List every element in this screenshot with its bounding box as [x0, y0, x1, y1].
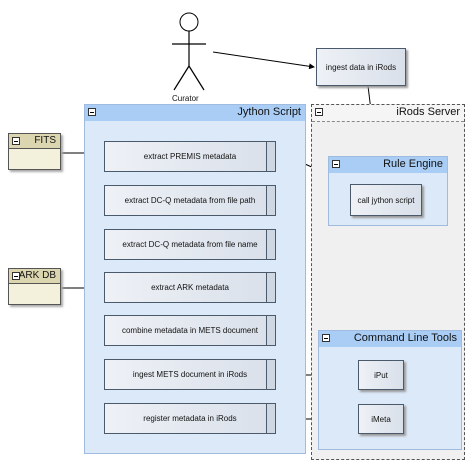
cmd-tools-header: Command Line Tools — [319, 331, 461, 347]
step-extract-ark[interactable]: extract ARK metadata — [104, 272, 276, 303]
fits-box[interactable]: FITS — [8, 133, 61, 170]
rule-engine-title: Rule Engine — [383, 158, 443, 170]
rule-engine-collapse-icon[interactable] — [332, 160, 340, 168]
step-label: extract ARK metadata — [151, 283, 229, 292]
step-extract-dcq-path[interactable]: extract DC-Q metadata from file path — [104, 185, 276, 216]
arkdb-box[interactable]: ARK DB — [8, 268, 61, 305]
fits-header: FITS — [9, 134, 60, 149]
step-label: extract PREMIS metadata — [143, 152, 237, 161]
step-label: extract DC-Q metadata from file path — [124, 196, 256, 205]
call-jython-label: call jython script — [357, 195, 415, 205]
step-extract-premis[interactable]: extract PREMIS metadata — [104, 141, 276, 172]
step-register-metadata[interactable]: register metadata in iRods — [104, 403, 276, 434]
step-ingest-mets[interactable]: ingest METS document in iRods — [104, 359, 276, 390]
fits-title: FITS — [34, 135, 56, 146]
irods-panel-header: iRods Server — [312, 105, 464, 122]
ingest-data-label: ingest data in iRods — [325, 62, 397, 72]
ingest-data-node[interactable]: ingest data in iRods — [316, 48, 406, 86]
curator-to-ingest-arrow — [212, 51, 315, 70]
arkdb-title: ARK DB — [18, 270, 56, 281]
cmd-tools-collapse-icon[interactable] — [322, 334, 330, 342]
step-combine-mets[interactable]: combine metadata in METS document — [104, 315, 276, 346]
cmd-tools-title: Command Line Tools — [353, 332, 457, 344]
arkdb-header: ARK DB — [9, 269, 60, 284]
imeta-node[interactable]: iMeta — [358, 404, 404, 434]
step-label: ingest METS document in iRods — [132, 370, 248, 379]
rule-engine-header: Rule Engine — [329, 157, 447, 173]
jython-panel-header: Jython Script — [85, 105, 305, 121]
call-jython-node[interactable]: call jython script — [350, 184, 422, 216]
step-label: combine metadata in METS document — [121, 326, 259, 335]
iput-node[interactable]: iPut — [358, 360, 404, 390]
curator-label: Curator — [172, 94, 199, 103]
jython-collapse-icon[interactable] — [88, 108, 96, 116]
step-label: register metadata in iRods — [143, 414, 237, 423]
irods-panel-title: iRods Server — [396, 106, 460, 118]
step-extract-dcq-name[interactable]: extract DC-Q metadata from file name — [104, 229, 276, 260]
arkdb-collapse-icon[interactable] — [12, 272, 20, 280]
jython-panel-title: Jython Script — [237, 106, 301, 118]
curator-actor-icon — [172, 12, 206, 91]
fits-collapse-icon[interactable] — [12, 137, 20, 145]
imeta-label: iMeta — [371, 414, 391, 424]
iput-label: iPut — [374, 370, 388, 380]
irods-collapse-icon[interactable] — [315, 108, 323, 116]
step-label: extract DC-Q metadata from file name — [122, 240, 258, 249]
